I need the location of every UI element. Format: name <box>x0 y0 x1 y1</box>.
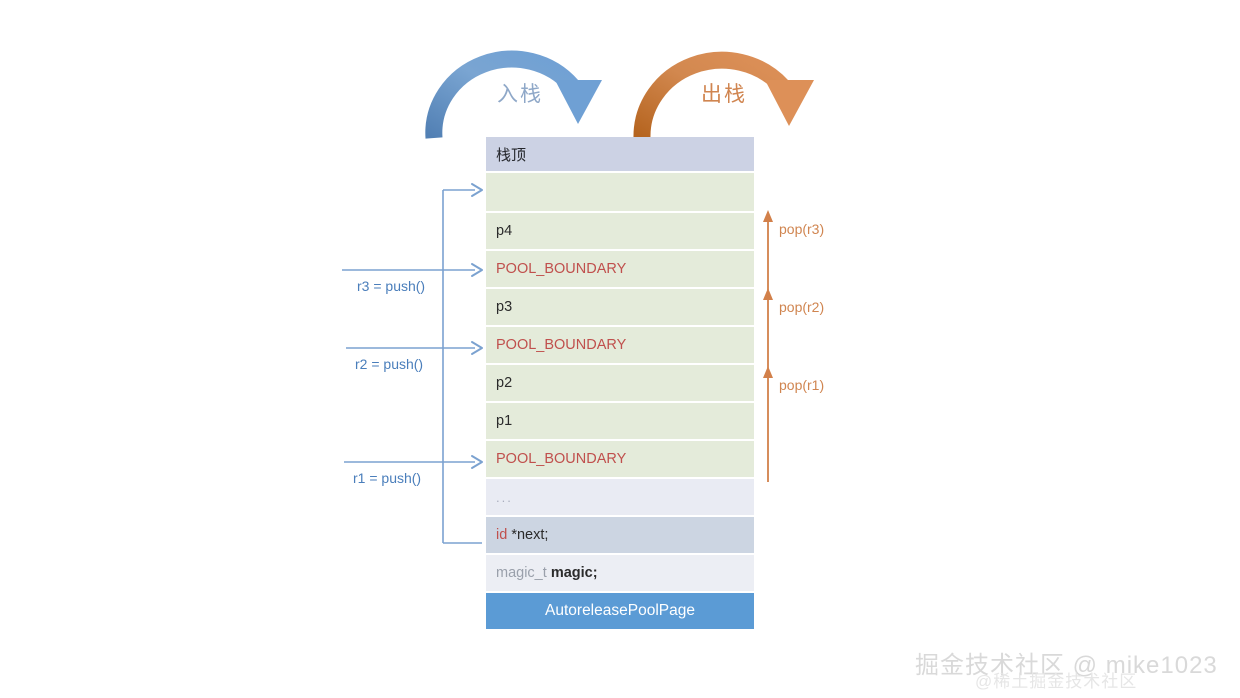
pool-boundary-label: POOL_BOUNDARY <box>496 337 627 353</box>
stack-row-empty-slot <box>486 173 754 213</box>
watermark-sub-text: @稀土掘金技术社区 <box>975 672 1138 691</box>
next-field-name: *next; <box>511 527 549 543</box>
stack-table: 栈顶 p4 POOL_BOUNDARY p3 POOL_BOUNDARY p2 … <box>486 137 754 629</box>
stack-row-p3: p3 <box>486 289 754 327</box>
stack-row-p1: p1 <box>486 403 754 441</box>
stack-cell-text: p2 <box>496 375 513 391</box>
pop-label-r3: pop(r3) <box>779 221 825 237</box>
ellipsis-label: ... <box>496 489 513 505</box>
stack-row-p2: p2 <box>486 365 754 403</box>
stack-cell-text: p3 <box>496 299 513 315</box>
stack-cell-text: p1 <box>496 413 513 429</box>
stack-header-cell: 栈顶 <box>486 137 754 173</box>
stack-row-boundary-2: POOL_BOUNDARY <box>486 327 754 365</box>
push-label-r2: r2 = push() <box>355 356 424 372</box>
stack-cell-text: p4 <box>496 223 513 239</box>
pop-arrows-group <box>763 210 773 482</box>
push-label-r3: r3 = push() <box>357 278 426 294</box>
pop-arrowhead-r1 <box>763 366 773 378</box>
stack-header-label: 栈顶 <box>496 146 527 164</box>
push-arrowhead-r1 <box>471 455 483 469</box>
watermark: 掘金技术社区 @ mike1023 @稀土掘金技术社区 <box>915 645 1235 693</box>
push-label-r1: r1 = push() <box>353 470 422 486</box>
stack-footer-cell: AutoreleasePoolPage <box>486 593 754 629</box>
stack-row-boundary-1: POOL_BOUNDARY <box>486 441 754 479</box>
push-arc-label: 入栈 <box>497 83 543 106</box>
stack-row-ellipsis: ... <box>486 479 754 517</box>
pop-arrowhead-r3 <box>763 210 773 222</box>
stack-row-boundary-3: POOL_BOUNDARY <box>486 251 754 289</box>
pop-arc-label: 出栈 <box>701 83 747 106</box>
push-arrowhead-r3 <box>471 263 483 277</box>
next-type-keyword: id <box>496 527 508 543</box>
pop-arrowhead-r2 <box>763 288 773 300</box>
pool-boundary-label: POOL_BOUNDARY <box>496 261 627 277</box>
pop-label-r1: pop(r1) <box>779 377 825 393</box>
stack-row-magic-field: magic_t magic; <box>486 555 754 593</box>
pop-label-r2: pop(r2) <box>779 299 825 315</box>
magic-type-keyword: magic_t <box>496 565 547 581</box>
stack-row-next-field: id *next; <box>486 517 754 555</box>
magic-field-name: magic; <box>550 565 598 581</box>
push-arrowhead-r2 <box>471 341 483 355</box>
autoreleasepoolpage-label: AutoreleasePoolPage <box>545 602 695 619</box>
stack-row-p4: p4 <box>486 213 754 251</box>
pool-boundary-label: POOL_BOUNDARY <box>496 451 627 467</box>
watermark-main-text: 掘金技术社区 @ mike1023 <box>915 652 1218 679</box>
push-arrowhead-top <box>471 183 483 197</box>
